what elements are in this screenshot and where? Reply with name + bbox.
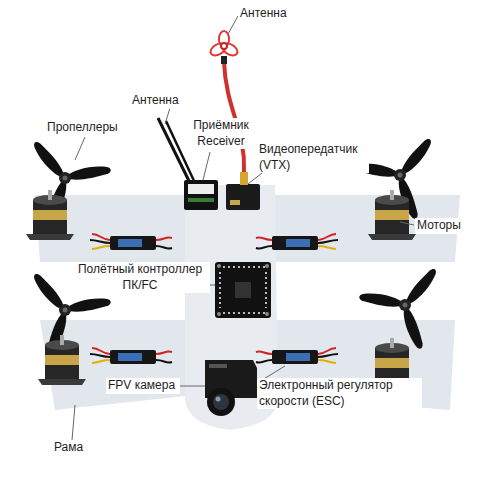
part-label: Антенна	[238, 6, 300, 22]
flight-controller-part	[215, 262, 271, 318]
part-label: Рама	[52, 440, 96, 456]
propellers-part	[359, 265, 438, 351]
leader-lines-part	[203, 152, 210, 180]
motors-part	[26, 190, 74, 240]
motors-part	[368, 190, 416, 240]
video-transmitter-part	[221, 43, 227, 49]
part-label: FPV камера	[106, 378, 180, 394]
part-label: Моторы	[415, 218, 475, 234]
part-label: Электронный регулятор скорости (ESC)	[257, 378, 422, 409]
fpv-camera-part	[207, 388, 235, 416]
receiver-part	[188, 184, 214, 194]
receiver-part	[184, 180, 218, 210]
part-label: Приёмник Receiver	[188, 118, 254, 149]
part-label: Антенна	[130, 93, 192, 109]
part-label: Видеопередатчик (VTX)	[257, 142, 369, 173]
flight-controller-part	[235, 282, 251, 298]
flight-controller-part	[265, 264, 269, 268]
motors	[26, 190, 416, 388]
fpv-camera-part	[216, 397, 221, 402]
leader-lines-part	[72, 405, 75, 440]
flight-controller-part	[265, 272, 267, 308]
flight-controller-part	[217, 312, 221, 316]
motors-part	[38, 335, 86, 385]
part-label: Полётный контроллер ПК/FC	[70, 262, 210, 293]
leader-lines-part	[248, 173, 262, 184]
flight-controller-part	[223, 266, 265, 268]
flight-controller-part	[219, 272, 221, 308]
video-transmitter-part	[221, 41, 240, 58]
leader-lines-part	[165, 108, 170, 124]
leader-lines-part	[228, 16, 238, 34]
leader-lines-part	[75, 137, 85, 160]
fpv-camera-part	[213, 394, 229, 410]
leader-lines	[72, 16, 414, 440]
flight-controller-part	[217, 264, 221, 268]
video-transmitter-part	[230, 200, 240, 205]
flight-controller-part	[223, 312, 265, 314]
video-transmitter-part	[221, 56, 227, 64]
part-label: Пропеллеры	[45, 120, 129, 136]
video-transmitter-part	[224, 62, 244, 172]
receiver-part	[188, 198, 214, 202]
video-transmitter-part	[209, 41, 228, 58]
esc-boards-part	[90, 348, 172, 364]
leader-lines-part	[178, 386, 205, 387]
esc-boards-part	[256, 348, 338, 364]
esc-boards	[90, 234, 338, 364]
flight-controller	[215, 262, 271, 318]
fpv-camera	[205, 360, 257, 416]
esc-boards-part	[90, 234, 172, 250]
flight-controller-part	[265, 312, 269, 316]
video-transmitter-part	[226, 184, 260, 210]
fpv-camera-part	[209, 364, 227, 368]
video-transmitter-part	[209, 31, 240, 58]
leader-lines-part	[400, 222, 414, 225]
receiver-part	[158, 118, 190, 183]
video-transmitter-part	[240, 172, 248, 185]
esc-boards-part	[256, 234, 338, 250]
propellers	[32, 135, 438, 356]
